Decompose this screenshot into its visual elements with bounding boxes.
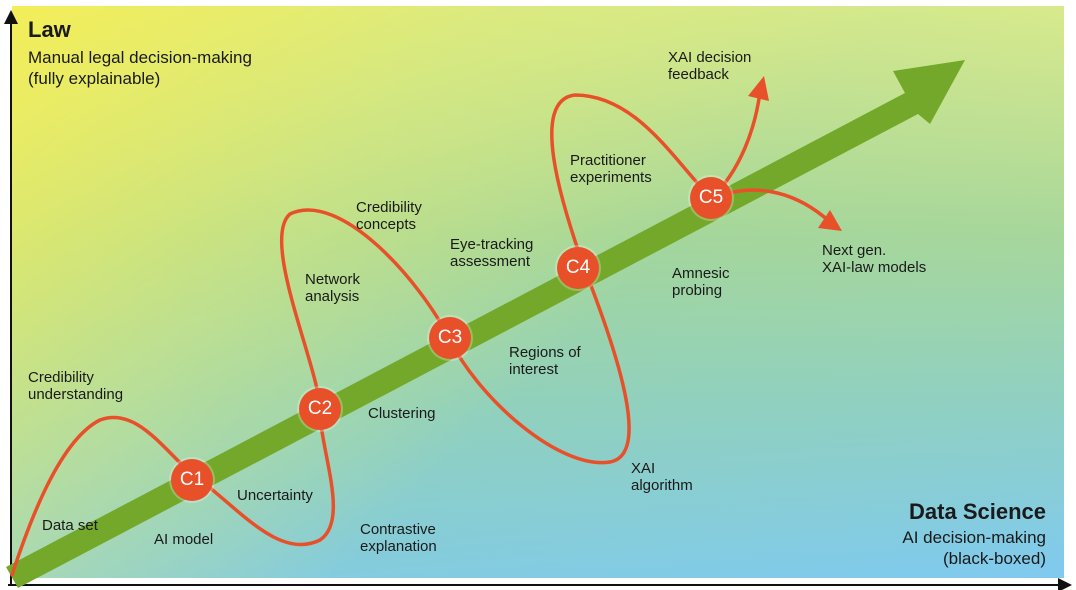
label-credibility-understanding: Credibility understanding	[28, 369, 124, 403]
data-science-title: Data Science	[909, 499, 1046, 524]
y-axis-arrowhead	[4, 10, 18, 24]
label-practitioner-experiments: Practitioner experiments	[570, 152, 652, 186]
node-c5: C5	[690, 177, 732, 219]
label-contrastive-explanation: Contrastive explanation	[360, 521, 437, 555]
label-data-set: Data set	[42, 517, 98, 534]
label-credibility-concepts: Credibility concepts	[356, 199, 422, 233]
progress-arrow	[6, 60, 965, 588]
label-network-analysis: Network analysis	[305, 271, 361, 305]
data-science-subtitle: AI decision-making (black-boxed)	[902, 528, 1046, 568]
label-regions-of-interest: Regions of interest	[509, 344, 581, 378]
label-amnesic-probing: Amnesic probing	[672, 265, 730, 299]
x-axis-arrowhead	[1058, 578, 1072, 590]
law-title: Law	[28, 17, 71, 42]
label-ai-model: AI model	[154, 531, 214, 548]
feedback-arrowhead	[748, 76, 769, 101]
label-xai-decision-feedback: XAI decision feedback	[668, 49, 752, 83]
node-c2: C2	[299, 388, 341, 430]
node-c1: C1	[171, 459, 213, 501]
label-eye-tracking-assessment: Eye-tracking assessment	[450, 236, 534, 270]
node-c4: C4	[557, 247, 599, 289]
label-uncertainty: Uncertainty	[237, 487, 313, 504]
label-xai-algorithm: XAI algorithm	[631, 460, 693, 494]
law-subtitle: Manual legal decision-making (fully expl…	[28, 48, 252, 88]
node-c3: C3	[429, 317, 471, 359]
label-next-gen-models: Next gen. XAI-law models	[822, 242, 927, 276]
next-gen-arrowhead	[818, 210, 842, 231]
label-clustering: Clustering	[368, 405, 436, 422]
